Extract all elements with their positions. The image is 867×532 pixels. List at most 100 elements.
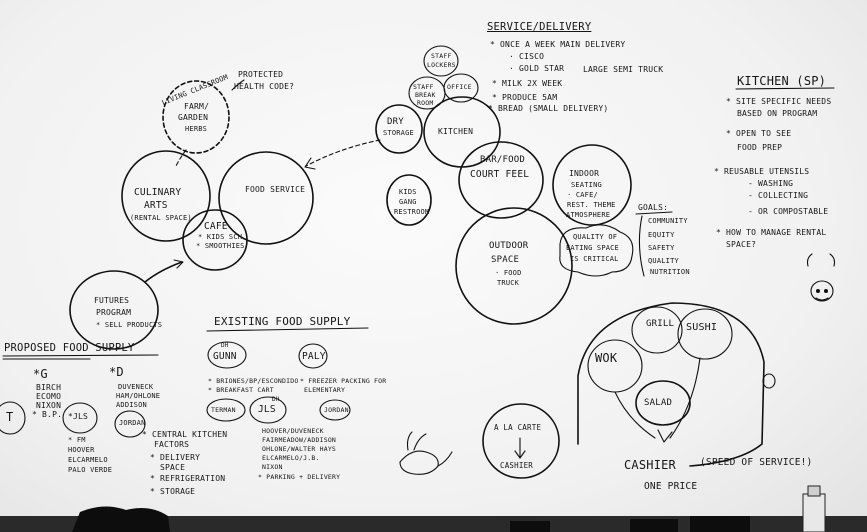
- proposed-d-label: *D: [109, 365, 124, 379]
- wok-circle: [587, 339, 643, 393]
- indoor-label-4: Rest. Theme: [567, 201, 616, 209]
- existing-jls-circle: [249, 396, 287, 424]
- service-item-6: * Produce 5AM: [492, 93, 558, 102]
- proposed-g-item-1: Birch: [36, 383, 62, 392]
- outdoor-label-2: Space: [491, 255, 520, 265]
- bar-food-label: Bar/Food: [480, 155, 525, 165]
- existing-food-supply-title: Existing Food Supply: [214, 315, 351, 328]
- one-price-label: One Price: [644, 481, 698, 492]
- spray-bottle: [802, 493, 826, 532]
- proposed-food-supply-title: Proposed Food Supply: [4, 342, 135, 354]
- proposed-d-item-3: Addison: [116, 401, 147, 409]
- proposed-jls-label: *JLS: [68, 412, 89, 421]
- existing-terman-circle: [206, 398, 246, 422]
- health-code-label: Health code?: [234, 82, 295, 91]
- proposed-jls-item-3: Elcarmelo: [68, 456, 108, 464]
- arts-label: Arts: [144, 200, 168, 211]
- kitchen-sp-title: Kitchen (SP): [737, 74, 827, 88]
- outdoor-space-circle: [455, 207, 573, 325]
- dry-storage-label-1: Dry: [387, 117, 404, 127]
- kids-sch-label: * Kids sch: [198, 233, 243, 241]
- kitchen-sp-item-7: - Collecting: [748, 191, 809, 200]
- smoothies-label: * Smoothies: [196, 242, 245, 250]
- kids-label-2: Gang: [399, 198, 417, 206]
- indoor-seating-circle: [552, 144, 632, 226]
- indoor-label-3: · Cafe/: [567, 191, 598, 199]
- wok-label: Wok: [595, 351, 618, 365]
- cafe-label: Cafe: [204, 221, 228, 232]
- farm-to-culinary-dashed-link: [175, 149, 187, 167]
- proposed-jls-circle: [62, 402, 98, 434]
- speed-of-service-label: (Speed of Service!): [700, 457, 813, 468]
- existing-gunn-note-1: * Briones/BP/Escondido: [208, 377, 299, 385]
- existing-jls-label: JLS: [258, 404, 276, 415]
- service-item-1: * Once a week main delivery: [490, 40, 626, 49]
- quality-label-3: is critical: [570, 255, 619, 263]
- service-item-7: * Bread (small delivery): [488, 104, 609, 113]
- a-la-carte-cashier-label: Cashier: [500, 461, 534, 470]
- proposed-jls-item-2: Hoover: [68, 446, 95, 454]
- culinary-label: Culinary: [134, 187, 182, 198]
- herbs-label: Herbs: [185, 125, 208, 133]
- existing-jls-item-3: Ohlone/Walter Hays: [262, 445, 337, 453]
- factors-item-3: * Refrigeration: [150, 474, 226, 483]
- proposed-d-item-2: Ham/Ohlone: [116, 392, 161, 400]
- existing-jls-item-1: Hoover/Duveneck: [262, 427, 324, 435]
- sell-products-label: * Sell products: [96, 321, 163, 329]
- goals-item-1: Community: [648, 217, 688, 225]
- kitchen-sp-item-9: * How to manage rental: [716, 228, 827, 237]
- futures-to-cafe-arrow: [144, 261, 183, 283]
- stations-to-cashier-arrows: [614, 391, 656, 439]
- proposed-t-circle: [0, 401, 26, 435]
- dark-object-bottom: [72, 506, 170, 532]
- existing-gunn-label: Gunn: [213, 351, 237, 362]
- existing-terman-label: Terman: [211, 406, 236, 414]
- existing-jordan-circle: [319, 399, 351, 421]
- quality-label-1: Quality of: [573, 233, 618, 241]
- kids-label-3: Restroom: [394, 208, 430, 216]
- existing-gunn-circle: [207, 341, 247, 369]
- existing-paly-label: Paly: [302, 351, 326, 362]
- goals-title: Goals:: [638, 203, 669, 212]
- kitchen-sp-item-6: - Washing: [748, 179, 794, 188]
- dry-storage-label-2: Storage: [383, 129, 414, 137]
- indoor-label-5: Atmosphere: [566, 211, 611, 219]
- existing-jls-item-2: Fairmeadow/Addison: [262, 436, 337, 444]
- small-empty-circle: [762, 373, 776, 389]
- goals-item-4: Quality: [648, 257, 679, 265]
- existing-gunn-tag: DH: [221, 342, 229, 349]
- salad-circle: [635, 380, 691, 426]
- staff-break-label-2: Break: [415, 91, 436, 99]
- servery-dome: [577, 302, 765, 467]
- quality-eating-space-cloud: [559, 224, 634, 277]
- radish-doodle: [399, 450, 439, 475]
- factors-item-4: * Storage: [150, 487, 196, 496]
- grill-label: Grill: [646, 319, 675, 329]
- kitchen-label: Kitchen: [438, 127, 474, 136]
- food-service-label: Food Service: [245, 185, 306, 194]
- factors-item-2: Space: [160, 463, 186, 472]
- proposed-jls-item-1: * FM: [68, 436, 86, 444]
- staff-break-label-1: Staff: [413, 83, 434, 91]
- staff-lockers-label-2: Lockers: [427, 61, 456, 69]
- service-item-4: Large semi truck: [583, 65, 664, 74]
- goals-item-5: Nutrition: [650, 268, 690, 276]
- proposed-jordan-label: Jordan: [119, 419, 146, 427]
- staff-lockers-circle: [423, 45, 459, 77]
- proposed-g-item-4: * B.P.: [32, 410, 63, 419]
- existing-jls-item-6: * Parking + Delivery: [258, 473, 341, 481]
- proposed-g-item-2: Ecomo: [36, 392, 62, 401]
- existing-paly-circle: [298, 343, 328, 369]
- farm-garden-dashed-circle: [162, 80, 230, 154]
- quality-label-2: Eating Space: [566, 244, 619, 252]
- existing-paly-note-2: Elementary: [304, 386, 346, 394]
- goals-item-2: Equity: [648, 231, 675, 239]
- staff-break-label-3: Room: [417, 99, 434, 107]
- factors-title-line-2: Factors: [154, 440, 190, 449]
- proposed-g-item-3: Nixon: [36, 401, 62, 410]
- office-circle: [443, 73, 479, 103]
- office-label: Office: [447, 83, 472, 91]
- protected-label: Protected: [238, 70, 284, 79]
